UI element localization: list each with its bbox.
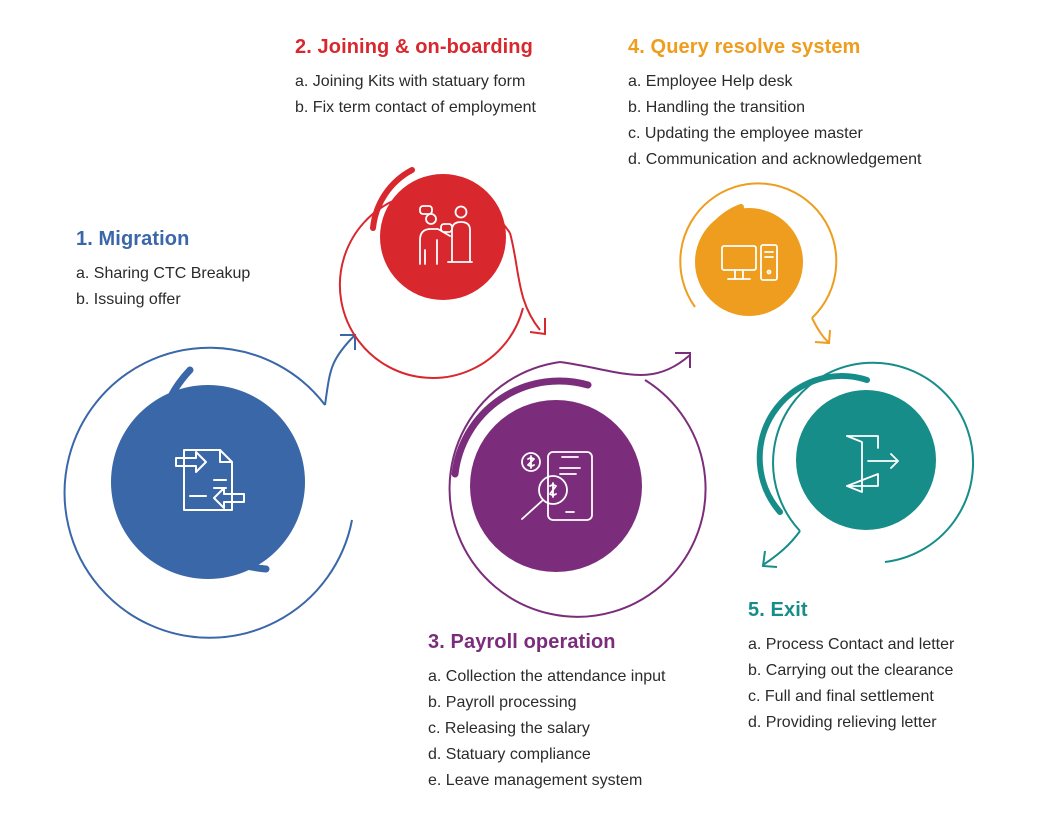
step-2-connector-arrow-line: [509, 232, 541, 331]
list-item: c. Updating the employee master: [628, 125, 863, 142]
step-1-text: 1. Migration a. Sharing CTC Breakup b. I…: [76, 228, 250, 313]
step-4-outer-ring: [679, 182, 838, 319]
step-2-title: 2. Joining & on-boarding: [295, 36, 533, 58]
step-1-node: [63, 334, 356, 639]
step-2-arrowhead: [529, 318, 546, 336]
step-5-arrowhead: [761, 550, 778, 568]
list-item: d. Providing relieving letter: [748, 714, 937, 731]
list-item: b. Payroll processing: [428, 694, 577, 711]
exit-door-icon: [846, 435, 899, 493]
list-item: d. Communication and acknowledgement: [628, 151, 922, 168]
step-3-outer-ring: [448, 361, 707, 618]
step-5-node: [756, 361, 975, 568]
mobile-payment-search-icon: [521, 451, 593, 521]
list-item: a. Collection the attendance input: [428, 668, 666, 685]
step-3-list: a. Collection the attendance input b. Pa…: [428, 664, 666, 794]
step-1-connector-arrow-line: [324, 334, 356, 406]
step-5-accent-arc: [756, 373, 870, 515]
list-item: a. Joining Kits with statuary form: [295, 73, 526, 90]
step-2-disc: [380, 174, 506, 300]
step-1-list: a. Sharing CTC Breakup b. Issuing offer: [76, 261, 250, 313]
step-4-text: 4. Query resolve system a. Employee Help…: [628, 36, 922, 173]
people-chat-icon: [419, 205, 473, 265]
list-item: c. Full and final settlement: [748, 688, 934, 705]
step-2-node: [338, 167, 546, 379]
step-3-arrowhead: [675, 352, 691, 368]
step-3-accent-arc: [451, 377, 592, 478]
step-5-disc: [796, 390, 936, 530]
step-4-disc: [695, 208, 803, 316]
step-3-title: 3. Payroll operation: [428, 631, 616, 653]
step-4-list: a. Employee Help desk b. Handling the tr…: [628, 69, 922, 173]
list-item: a. Process Contact and letter: [748, 636, 955, 653]
list-item: a. Sharing CTC Breakup: [76, 265, 251, 282]
step-3-node: [448, 352, 707, 618]
step-5-list: a. Process Contact and letter b. Carryin…: [748, 632, 954, 736]
step-2-list: a. Joining Kits with statuary form b. Fi…: [295, 69, 536, 121]
list-item: b. Issuing offer: [76, 291, 181, 308]
step-4-title: 4. Query resolve system: [628, 36, 861, 58]
step-1-outer-ring: [63, 346, 353, 639]
step-4-connector-arrow-line: [811, 317, 829, 343]
step-5-outer-ring: [772, 361, 975, 563]
list-item: a. Employee Help desk: [628, 73, 793, 90]
list-item: b. Carrying out the clearance: [748, 662, 954, 679]
desktop-computer-icon: [721, 244, 778, 281]
list-item: b. Fix term contact of employment: [295, 99, 536, 116]
step-5-connector-arrow-line: [762, 530, 801, 566]
step-4-arrowhead: [814, 329, 831, 345]
step-2-accent-arc: [370, 167, 415, 231]
list-item: c. Releasing the salary: [428, 720, 590, 737]
list-item: d. Statuary compliance: [428, 746, 591, 763]
step-1-disc: [111, 385, 305, 579]
list-item: b. Handling the transition: [628, 99, 805, 116]
step-5-title: 5. Exit: [748, 599, 808, 621]
step-3-connector-arrow-line: [559, 354, 691, 376]
step-3-text: 3. Payroll operation a. Collection the a…: [428, 631, 666, 794]
step-2-text: 2. Joining & on-boarding a. Joining Kits…: [295, 36, 536, 121]
step-1-title: 1. Migration: [76, 228, 190, 250]
list-item: e. Leave management system: [428, 772, 643, 789]
document-transfer-icon: [175, 449, 245, 511]
step-5-text: 5. Exit a. Process Contact and letter b.…: [748, 599, 954, 736]
step-4-node: [679, 182, 838, 345]
